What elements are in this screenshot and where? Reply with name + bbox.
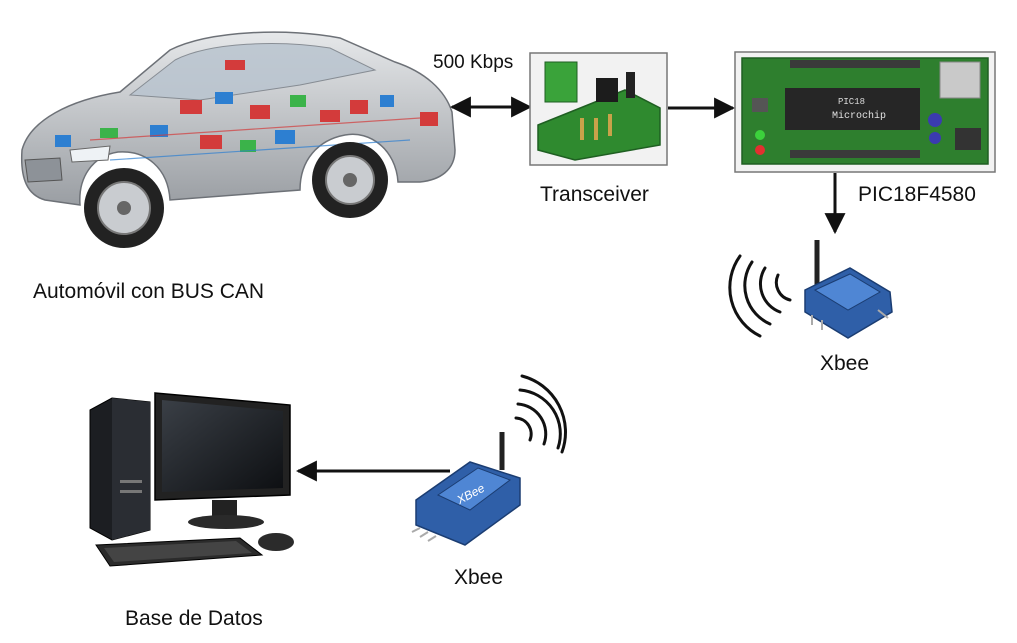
desktop-computer-icon	[89, 392, 294, 567]
pic-board-icon: PIC18 Microchip	[734, 51, 996, 173]
xbee-base-label: Xbee	[454, 566, 504, 589]
transceiver-board-icon	[529, 52, 668, 166]
wireless-signal-remote-icon	[728, 254, 792, 338]
chip-line2: Microchip	[832, 110, 886, 122]
bitrate-label: 500 Kbps	[433, 52, 514, 73]
xbee-remote-label: Xbee	[820, 352, 870, 375]
microcontroller-label: PIC18F4580	[858, 183, 976, 206]
chip-line1: PIC18	[838, 97, 865, 107]
wireless-signal-base-icon	[514, 374, 567, 454]
transceiver-label: Transceiver	[540, 183, 649, 206]
car-icon	[20, 31, 456, 248]
xbee-module-base-icon: XBee	[411, 432, 521, 546]
xbee-module-remote-icon	[804, 240, 893, 339]
car-label: Automóvil con BUS CAN	[33, 280, 265, 303]
database-label: Base de Datos	[125, 607, 263, 630]
